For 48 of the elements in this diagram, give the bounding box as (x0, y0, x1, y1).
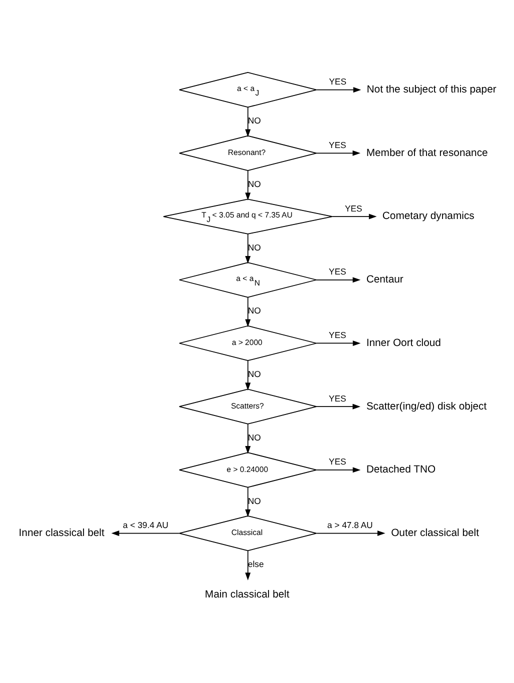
node-diamond: e > 0.24000 (178, 452, 317, 488)
edge-label: NO (248, 116, 261, 126)
arrow (245, 550, 251, 580)
node-text: Cometary dynamics (382, 211, 474, 222)
arrow (316, 404, 360, 410)
edge-label: YES (344, 203, 362, 214)
edge-label: NO (248, 432, 261, 442)
node-text: Member of that resonance (366, 148, 488, 159)
node-diamond: a > 2000 (178, 325, 317, 362)
edge-label: a > 47.8 AU (327, 520, 373, 530)
arrow (111, 530, 180, 536)
edge-label: YES (328, 330, 346, 340)
edge-label: NO (248, 242, 261, 252)
arrow (316, 467, 361, 473)
arrow (245, 170, 251, 200)
edge-label: a < 39.4 AU (122, 520, 168, 530)
arrow (245, 360, 251, 390)
arrow (316, 150, 360, 156)
node-text: Inner Oort cloud (366, 338, 441, 349)
node-diamond: Classical (178, 515, 317, 552)
edge-label: YES (328, 393, 346, 404)
edge-label: NO (248, 369, 261, 380)
node-text: Main classical belt (204, 590, 290, 601)
node-text: Centaur (366, 274, 404, 286)
node-text: Inner classical belt (18, 528, 104, 539)
arrow (316, 340, 361, 346)
node-diamond: Resonant? (178, 135, 317, 171)
arrow (332, 214, 377, 220)
arrow (245, 296, 251, 328)
edge-label: YES (329, 76, 346, 87)
node-diamond: Scatters? (178, 388, 317, 424)
edge-label: YES (328, 140, 346, 150)
edge-label: NO (248, 496, 261, 506)
arrow (316, 87, 362, 93)
node-text: Detached TNO (366, 464, 436, 476)
edge-label: YES (328, 266, 346, 277)
arrow (245, 233, 251, 264)
arrow (245, 486, 251, 518)
edge-label: NO (248, 306, 261, 316)
node-text: Outer classical belt (391, 528, 479, 539)
arrow (245, 106, 251, 138)
arrow (316, 530, 386, 536)
edge-label: YES (328, 456, 346, 467)
edge-label: NO (248, 179, 261, 190)
node-text: Not the subject of this paper (366, 84, 496, 96)
arrow (245, 424, 251, 454)
node-text: Scatter(ing/ed) disk object (366, 401, 487, 412)
arrow (316, 277, 361, 283)
